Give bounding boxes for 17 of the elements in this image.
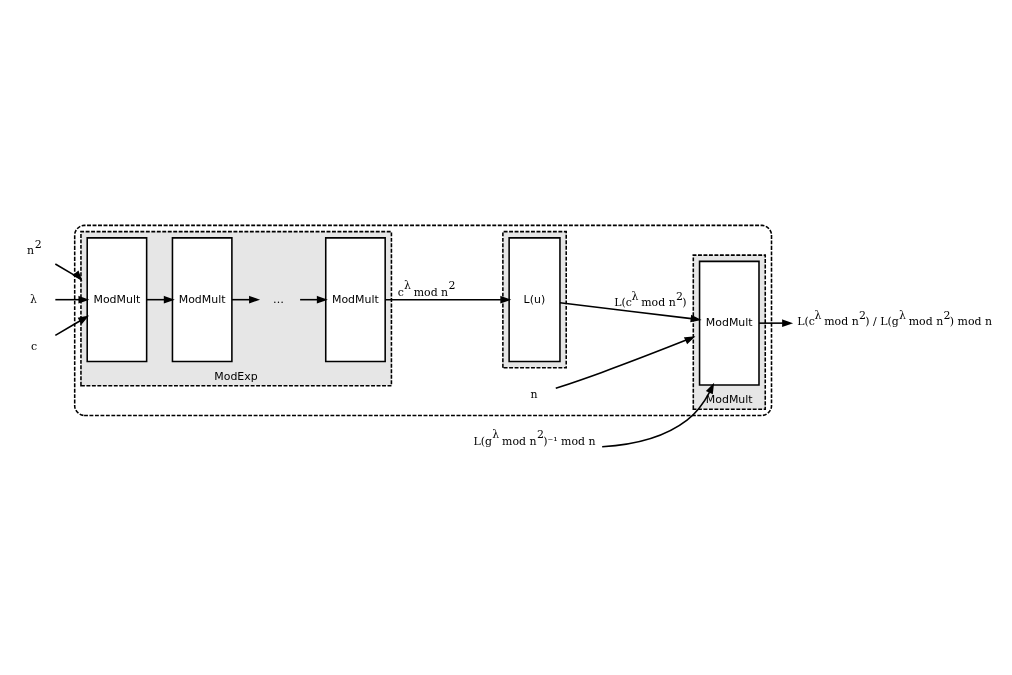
arrow: [54, 295, 90, 303]
arrow: [555, 335, 696, 389]
arrow: [384, 295, 512, 303]
arrow: [758, 318, 794, 327]
arrow: [54, 315, 90, 336]
node-box: ModMult: [698, 260, 760, 386]
arrow: [559, 301, 702, 322]
node-box: ModMult: [86, 236, 148, 362]
arrow: [601, 382, 715, 447]
node-box: ModMult: [171, 236, 233, 362]
node-text: λ: [30, 292, 38, 306]
node-box: L(u): [508, 236, 561, 362]
node-box: ModMult: [324, 236, 386, 362]
node-text: c: [30, 339, 38, 353]
node-text: n: [530, 387, 538, 401]
arrow: [54, 262, 83, 281]
node-text: …: [272, 292, 284, 306]
